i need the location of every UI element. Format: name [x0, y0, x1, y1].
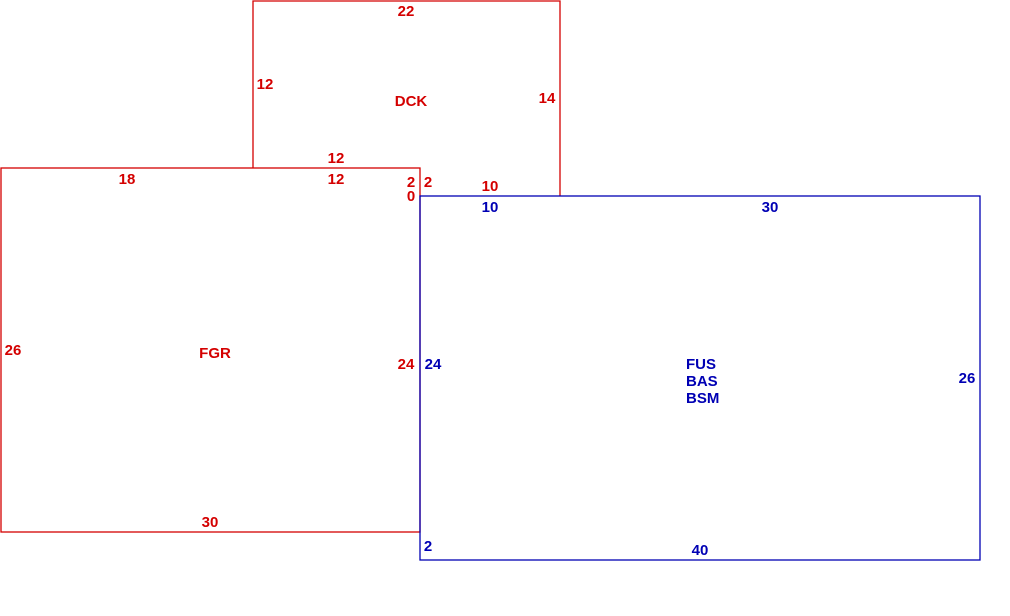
dck-label: DCK	[395, 93, 428, 110]
main-label-line-3: BSM	[686, 390, 719, 407]
fgr-top-left-dimension: 18	[119, 171, 136, 188]
main-label-line-1: FUS	[686, 356, 716, 373]
main-label-line-2: BAS	[686, 373, 718, 390]
main-right-dimension: 26	[959, 370, 976, 387]
fgr-top-right-dimension: 12	[328, 171, 345, 188]
fgr-label: FGR	[199, 345, 231, 362]
dck-outline	[252, 0, 561, 196]
fgr-area: FGR 18 12 26 24 30 2 0	[0, 167, 421, 533]
main-top-left-dimension: 10	[482, 199, 499, 216]
main-outline	[419, 195, 981, 561]
main-bottom-left-dimension: 2	[424, 538, 432, 555]
dck-bottom-right-dimension: 10	[482, 178, 499, 195]
dck-inner-dimension: 2	[424, 174, 432, 191]
dck-right-dimension: 14	[539, 90, 556, 107]
main-bottom-dimension: 40	[692, 542, 709, 559]
main-top-dimension: 30	[762, 199, 779, 216]
main-area: FUS BAS BSM 10 30 24 26 40 2	[419, 195, 981, 561]
fgr-left-dimension: 26	[5, 342, 22, 359]
dck-bottom-dimension: 12	[328, 150, 345, 167]
fgr-right-dimension: 24	[398, 356, 415, 373]
fgr-corner-dimension-b: 0	[407, 188, 415, 205]
dck-left-dimension: 12	[257, 76, 274, 93]
dck-area: DCK 22 12 14 12 10 2	[252, 0, 561, 196]
main-left-dimension: 24	[425, 356, 442, 373]
fgr-corner-dimension-a: 2	[407, 174, 415, 191]
dck-top-dimension: 22	[398, 3, 415, 20]
fgr-bottom-dimension: 30	[202, 514, 219, 531]
